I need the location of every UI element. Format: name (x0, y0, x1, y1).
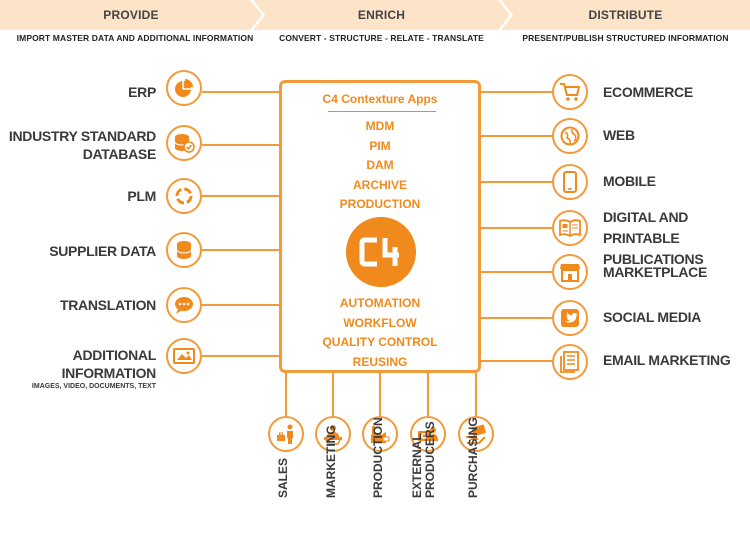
shopping-cart-icon (552, 74, 588, 110)
output-label-email-marketing: EMAIL MARKETING (603, 352, 731, 368)
output-label-web: WEB (603, 127, 635, 143)
source-label-supplier-data: SUPPLIER DATA (49, 243, 156, 259)
feature-item-workflow: WORKFLOW (343, 315, 417, 330)
dept-label-marketing: MARKETING (324, 425, 338, 498)
phase-enrich-chevron (253, 0, 510, 30)
source-label-additional-information-title: ADDITIONAL INFORMATION (61, 347, 157, 381)
output-label-ecommerce: ECOMMERCE (603, 84, 693, 100)
output-label-digital-printable: DIGITAL AND PRINTABLE PUBLICATIONS (603, 207, 750, 270)
output-label-mobile: MOBILE (603, 173, 656, 189)
smartphone-icon (552, 164, 588, 200)
title-divider (328, 111, 436, 112)
contexture-apps-box: C4 Contexture Apps MDM PIM DAM ARCHIVE P… (279, 80, 481, 373)
output-label-marketplace: MARKETPLACE (603, 264, 708, 280)
phase-provide-title: PROVIDE (103, 8, 159, 22)
database-check-icon (166, 125, 202, 161)
image-icon (166, 338, 202, 374)
dept-label-external-producers: EXTERNAL PRODUCERS (410, 421, 437, 498)
phase-provide-subtitle: IMPORT MASTER DATA AND ADDITIONAL INFORM… (16, 33, 254, 43)
dept-label-sales: SALES (276, 457, 290, 498)
dept-label-production: PRODUCTION (371, 417, 385, 498)
output-label-digital-printable-line2: PUBLICATIONS (603, 251, 704, 267)
database-icon (166, 232, 202, 268)
app-list: MDM PIM DAM ARCHIVE PRODUCTION (282, 117, 478, 215)
app-item-archive: ARCHIVE (352, 177, 407, 192)
source-label-erp: ERP (128, 84, 156, 100)
phase-distribute-chevron (501, 0, 750, 30)
phase-enrich-title: ENRICH (357, 8, 406, 22)
feature-item-automation: AUTOMATION (339, 296, 421, 310)
feature-item-reusing: REUSING (352, 354, 408, 369)
marketing-desk-icon (315, 416, 351, 452)
app-item-dam: DAM (366, 158, 394, 172)
source-label-industry-standard-line2: DATABASE (82, 146, 157, 162)
twitter-bird-icon (552, 300, 588, 336)
phase-distribute-title: DISTRIBUTE (588, 8, 663, 22)
phase-distribute-subtitle: PRESENT/PUBLISH STRUCTURED INFORMATION (522, 33, 729, 43)
pie-chart-icon (166, 70, 202, 106)
output-label-digital-printable-line1: DIGITAL AND PRINTABLE (603, 209, 689, 246)
output-label-social-media: SOCIAL MEDIA (603, 309, 702, 325)
source-label-plm: PLM (127, 188, 156, 204)
source-label-translation: TRANSLATION (60, 297, 156, 313)
open-book-icon (552, 210, 588, 246)
newsletter-icon (552, 344, 588, 380)
source-label-industry-standard: INDUSTRY STANDARD DATABASE (9, 127, 156, 163)
globe-icon (552, 118, 588, 154)
app-item-production: PRODUCTION (339, 197, 421, 211)
source-label-additional-information-sub: IMAGES, VIDEO, DOCUMENTS, TEXT (31, 383, 156, 390)
cycle-arrows-icon (166, 178, 202, 214)
feature-item-quality-control: QUALITY CONTROL (322, 335, 438, 349)
phase-enrich-subtitle: CONVERT - STRUCTURE - RELATE - TRANSLATE (279, 33, 484, 43)
source-label-industry-standard-line1: INDUSTRY STANDARD (8, 128, 156, 144)
storefront-icon (552, 254, 588, 290)
dept-label-external-line1: EXTERNAL (410, 433, 424, 498)
app-item-pim: PIM (369, 138, 391, 153)
dept-label-purchasing: PURCHASING (466, 417, 480, 498)
feature-list: AUTOMATION WORKFLOW QUALITY CONTROL REUS… (282, 294, 478, 372)
speech-bubble-icon (166, 287, 202, 323)
app-item-mdm: MDM (365, 119, 395, 133)
c4-logo-mark (359, 237, 399, 267)
contexture-apps-title: C4 Contexture Apps (322, 92, 438, 106)
phase-header-bar (0, 0, 750, 30)
c4-logo (346, 217, 416, 287)
hand-card-icon (458, 416, 494, 452)
dept-label-external-line2: PRODUCERS (423, 421, 437, 498)
sales-person-icon (268, 416, 304, 452)
factory-icon (362, 416, 398, 452)
camera-producer-icon (410, 416, 446, 452)
phase-provide-chevron (0, 0, 262, 30)
source-label-additional-information: ADDITIONAL INFORMATION IMAGES, VIDEO, DO… (0, 346, 156, 391)
